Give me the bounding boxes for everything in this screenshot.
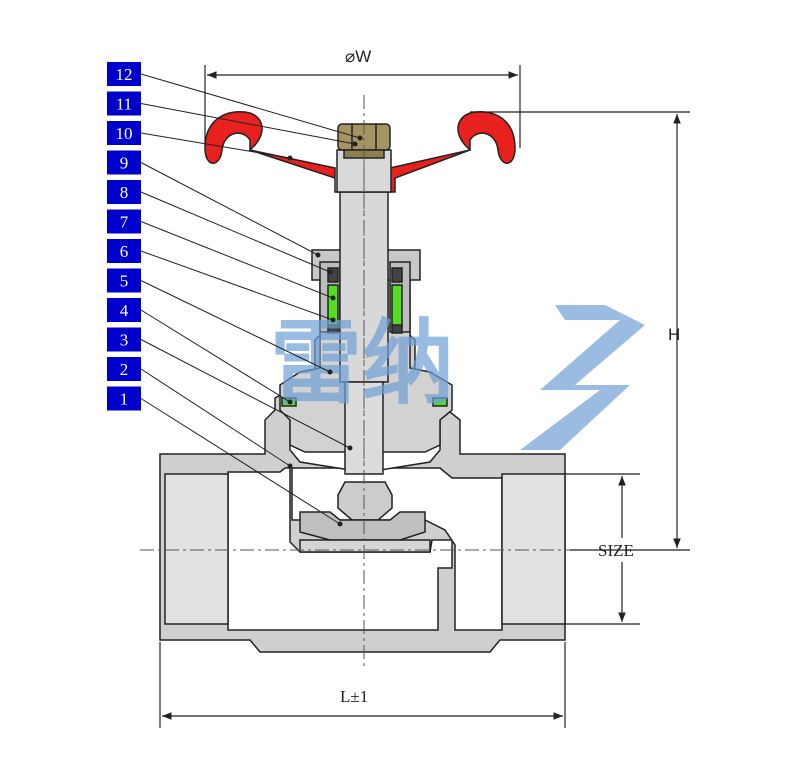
center-lines — [140, 95, 590, 668]
part-badge-label: 12 — [116, 65, 133, 84]
part-badge-11 — [107, 91, 141, 116]
leader-line-12 — [140, 73, 361, 139]
leader-dot-12 — [357, 135, 363, 141]
bonnet — [279, 249, 453, 453]
leader-dot-5 — [327, 369, 333, 375]
part-badge-label: 1 — [120, 390, 129, 409]
part-badge-2 — [107, 357, 141, 381]
leader-line-9 — [140, 162, 319, 256]
leader-line-2 — [140, 368, 291, 467]
leader-dot-2 — [287, 463, 293, 469]
part-badge-8 — [107, 180, 141, 204]
leader-line-4 — [140, 309, 291, 403]
height-dimension-label: H — [668, 325, 680, 344]
dimension-lines — [159, 65, 690, 728]
part-badge-label: 10 — [116, 124, 133, 143]
watermark-logo-icon — [520, 305, 645, 450]
leader-lines — [140, 73, 363, 527]
part-badge-label: 2 — [120, 360, 129, 379]
part-badge-5 — [107, 268, 141, 293]
leader-line-1 — [140, 398, 341, 525]
part-badge-12 — [107, 62, 141, 86]
leader-dot-6 — [330, 317, 336, 323]
size-dimension-label: SIZE — [598, 541, 634, 560]
leader-line-10 — [140, 132, 291, 159]
width-dimension-label: ⌀W — [345, 47, 371, 66]
leader-line-3 — [140, 339, 351, 449]
leader-line-11 — [140, 103, 356, 145]
part-badge-3 — [107, 327, 141, 352]
leader-line-7 — [140, 221, 334, 299]
part-badge-label: 3 — [120, 331, 129, 350]
leader-dot-10 — [287, 155, 293, 161]
leader-dot-9 — [315, 252, 321, 258]
watermark: 雷纳 — [270, 305, 645, 450]
leader-dot-7 — [330, 295, 336, 301]
leader-dot-4 — [287, 399, 293, 405]
leader-dot-3 — [347, 445, 353, 451]
leader-line-5 — [140, 280, 331, 373]
part-badge-1 — [107, 386, 141, 411]
part-badge-label: 7 — [120, 213, 129, 232]
svg-text:雷纳: 雷纳 — [270, 310, 454, 417]
part-badge-6 — [107, 239, 141, 263]
part-badge-label: 11 — [116, 95, 132, 114]
length-dimension-label: L±1 — [340, 687, 368, 706]
part-badge-label: 4 — [120, 301, 129, 320]
leader-line-6 — [140, 250, 334, 321]
part-badge-label: 9 — [120, 154, 129, 173]
part-badge-label: 8 — [120, 183, 129, 202]
leader-dot-11 — [352, 141, 358, 147]
leader-line-8 — [140, 191, 331, 273]
part-badge-4 — [107, 298, 141, 322]
part-badge-9 — [107, 150, 141, 175]
valve-disc — [299, 481, 431, 553]
leader-dot-1 — [337, 521, 343, 527]
part-badge-7 — [107, 209, 141, 234]
part-badge-label: 5 — [120, 272, 129, 291]
part-badge-10 — [107, 121, 141, 145]
leader-dot-8 — [327, 269, 333, 275]
part-badge-label: 6 — [120, 242, 129, 261]
part-number-badges: 12 11 10 9 8 7 6 5 4 3 2 1 — [107, 62, 141, 411]
